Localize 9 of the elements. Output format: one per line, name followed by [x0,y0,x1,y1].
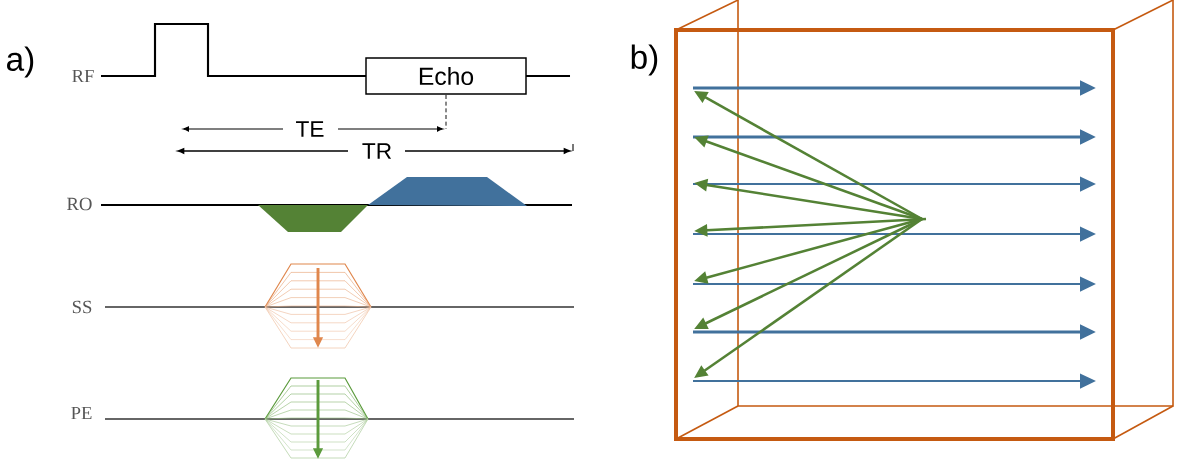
panel-label: b) [631,44,658,76]
echo-box: Echo [365,57,527,95]
axis-label: PE [71,406,92,420]
dimension-label: TR [362,143,392,159]
axis-label: SS [72,300,92,314]
panel-label: a) [7,46,34,78]
axis-label: RO [67,197,92,211]
dimension-label: TE [296,121,324,137]
axis-label: RF [72,69,94,83]
